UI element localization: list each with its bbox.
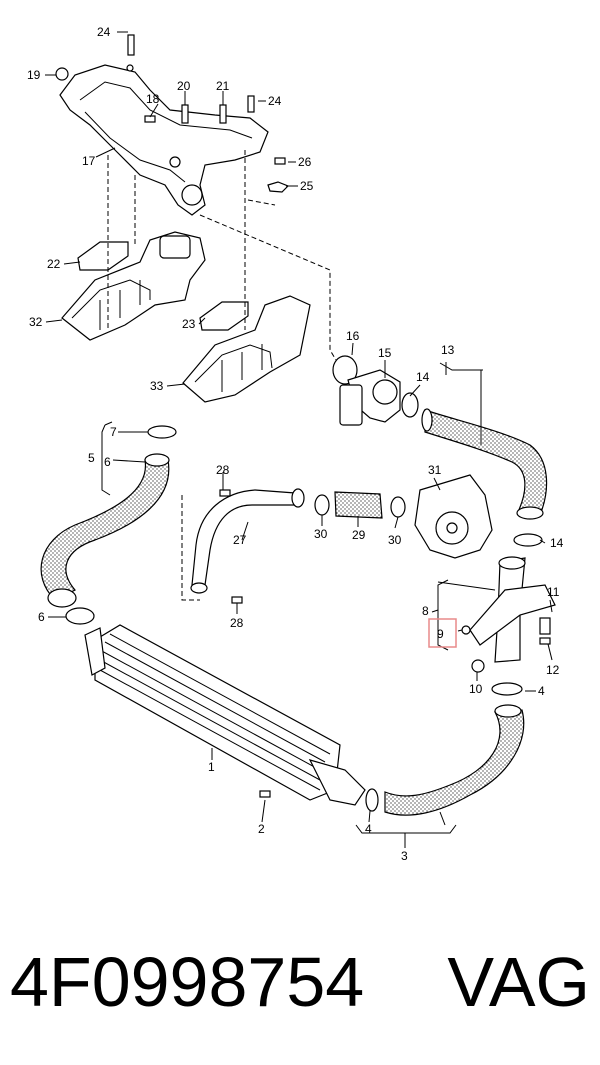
label-22: 22: [47, 257, 61, 271]
parts-diagram: 24 19 18 20 21 24 17 26 25 22 32 23 33 1…: [27, 25, 564, 863]
pipe-27: [190, 488, 305, 594]
connector-pipe-8: [469, 556, 556, 663]
label-17: 17: [82, 154, 96, 168]
label-20: 20: [177, 79, 191, 93]
label-12: 12: [546, 663, 560, 677]
label-4a: 4: [538, 684, 545, 698]
label-14a: 14: [416, 370, 430, 384]
nut-10: [471, 659, 485, 673]
hose-29: [334, 491, 383, 519]
label-31: 31: [428, 463, 442, 477]
intake-manifold: [59, 64, 269, 216]
label-16: 16: [346, 329, 360, 343]
label-18: 18: [146, 92, 160, 106]
label-15: 15: [378, 346, 392, 360]
label-8: 8: [422, 604, 429, 618]
label-27: 27: [233, 533, 247, 547]
label-9: 9: [437, 627, 444, 641]
label-26: 26: [298, 155, 312, 169]
gasket-22: [77, 241, 129, 271]
label-7: 7: [110, 425, 117, 439]
label-24a: 24: [97, 25, 111, 39]
highlight-box: [428, 618, 457, 648]
clamp-6: [65, 607, 95, 625]
label-6b: 6: [38, 610, 45, 624]
label-30a: 30: [314, 527, 328, 541]
label-4b: 4: [365, 822, 372, 836]
label-19: 19: [27, 68, 41, 82]
screws: [55, 34, 551, 798]
label-1: 1: [208, 760, 215, 774]
lower-manifold-left: [61, 231, 206, 341]
label-24b: 24: [268, 94, 282, 108]
label-13: 13: [441, 343, 455, 357]
clamp-14: [513, 533, 543, 547]
clamp-30-left: [314, 494, 330, 516]
label-25: 25: [300, 179, 314, 193]
label-23: 23: [182, 317, 196, 331]
label-10: 10: [469, 682, 483, 696]
label-5: 5: [88, 451, 95, 465]
label-29: 29: [352, 528, 366, 542]
label-33: 33: [150, 379, 164, 393]
label-2: 2: [258, 822, 265, 836]
gasket-23: [199, 301, 249, 331]
hose-5: [40, 453, 170, 608]
label-6a: 6: [104, 455, 111, 469]
hose-3: [384, 704, 525, 816]
label-30b: 30: [388, 533, 402, 547]
flange-gasket-25: [267, 181, 290, 193]
clamp-30-right: [390, 496, 406, 518]
clamp-4-right: [491, 682, 523, 696]
label-32: 32: [29, 315, 43, 329]
throttle-body: [332, 355, 419, 426]
brand-name: VAG: [447, 943, 590, 1021]
clamp-4-lower: [365, 788, 379, 812]
actuator-31: [414, 474, 493, 559]
label-21: 21: [216, 79, 230, 93]
hose-13: [421, 408, 548, 520]
bolt-9: [461, 625, 471, 635]
label-28a: 28: [216, 463, 230, 477]
lower-manifold-right: [182, 295, 311, 403]
label-14b: 14: [550, 536, 564, 550]
callout-labels: 24 19 18 20 21 24 17 26 25 22 32 23 33 1…: [27, 25, 564, 863]
label-28b: 28: [230, 616, 244, 630]
label-11: 11: [547, 585, 560, 599]
intercooler: [84, 624, 366, 806]
label-3: 3: [401, 849, 408, 863]
part-number: 4F0998754: [10, 943, 365, 1021]
clamp-7: [147, 425, 177, 439]
